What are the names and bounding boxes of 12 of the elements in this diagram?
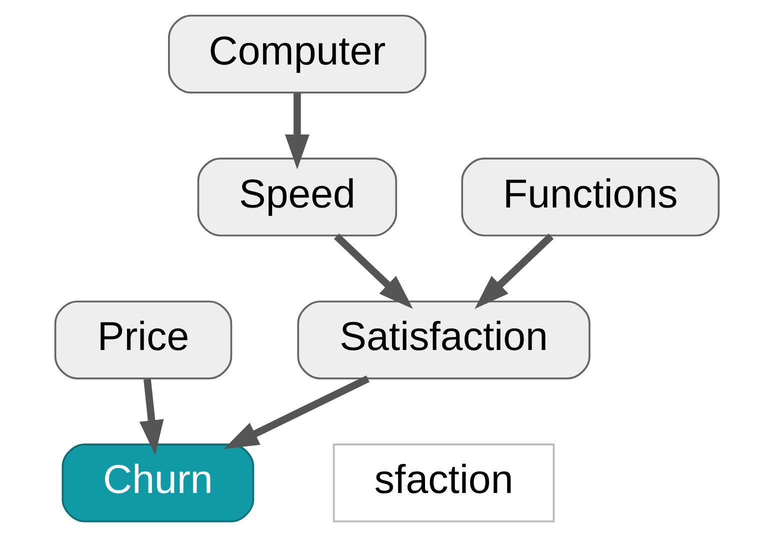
node-box: Speed bbox=[196, 158, 397, 236]
arrow bbox=[474, 234, 554, 309]
node-box: Computer bbox=[168, 14, 426, 94]
arrow bbox=[223, 375, 370, 450]
node-box: Churn bbox=[61, 444, 254, 522]
arrow bbox=[333, 234, 412, 309]
node-box: Price bbox=[54, 300, 232, 380]
label: sfaction bbox=[374, 457, 513, 502]
arrow bbox=[284, 93, 309, 170]
node-box: Functions bbox=[460, 158, 720, 236]
arrow bbox=[138, 378, 164, 456]
node-box: Satisfaction bbox=[296, 300, 590, 380]
